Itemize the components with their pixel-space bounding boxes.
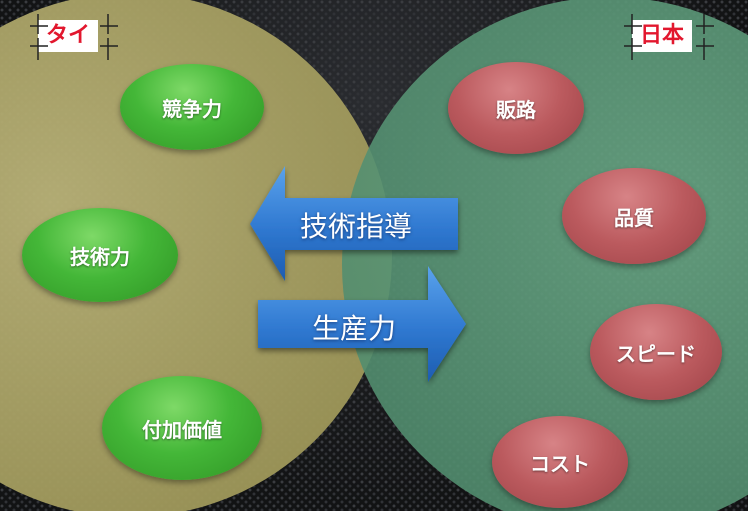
region-label-japan-text: 日本 xyxy=(640,23,685,48)
region-label-thailand-text: タイ xyxy=(46,23,91,48)
arrow-right xyxy=(258,266,466,382)
arrow-right-label: 生産力 xyxy=(312,312,397,345)
oval-added-value: 付加価値 xyxy=(102,376,262,480)
oval-cost: コスト xyxy=(492,416,628,508)
oval-sales-channel: 販路 xyxy=(448,62,584,154)
arrow-left xyxy=(250,166,458,281)
oval-quality: 品質 xyxy=(562,168,706,264)
oval-speed: スピード xyxy=(590,304,722,400)
oval-competitiveness-label: 競争力 xyxy=(162,96,222,121)
oval-cost-label: コスト xyxy=(530,451,590,476)
left-circle xyxy=(0,0,392,511)
oval-sales-channel-label: 販路 xyxy=(496,97,536,122)
region-label-japan: 日本 xyxy=(632,20,693,52)
oval-speed-label: スピード xyxy=(616,341,696,366)
oval-quality-label: 品質 xyxy=(614,205,654,230)
oval-competitiveness: 競争力 xyxy=(120,64,264,150)
oval-technical-skill-label: 技術力 xyxy=(70,244,130,269)
arrow-left-label: 技術指導 xyxy=(300,210,413,243)
oval-technical-skill: 技術力 xyxy=(22,208,178,302)
region-label-thailand: タイ xyxy=(38,20,99,52)
oval-added-value-label: 付加価値 xyxy=(142,417,222,442)
